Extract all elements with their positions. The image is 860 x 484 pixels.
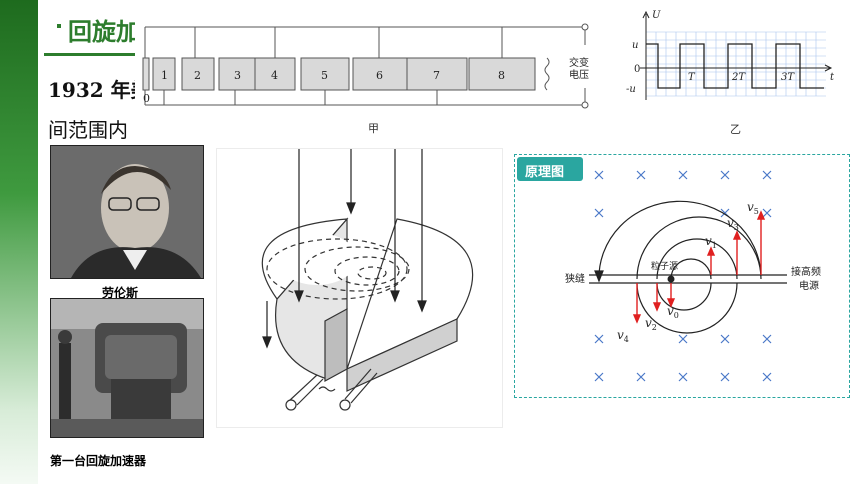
- first-cyclotron-caption: 第一台回旋加速器: [50, 454, 147, 468]
- source-label: 粒子源: [651, 260, 678, 272]
- source-label-1: 交变: [569, 56, 589, 69]
- schematic-drawing: 狭缝 粒子源 接高频 电源 v0 v1 v2 v3 v4 v5: [565, 170, 821, 382]
- tube-label-5: 5: [321, 69, 328, 82]
- tube-label-6: 6: [376, 69, 383, 82]
- dee-3d-drawing: [261, 149, 474, 411]
- schematic-panel: 原理图: [514, 154, 850, 398]
- intro-line-2: 间范围内: [48, 118, 128, 142]
- y-label-negative: -u: [626, 84, 636, 95]
- zero-label: 0: [143, 92, 150, 105]
- y-label-zero: 0: [634, 64, 640, 75]
- field-marks: [594, 170, 772, 382]
- voltage-square-wave: U t u 0 -u T 2T 3T: [626, 10, 835, 100]
- dee-3d-panel: [216, 148, 503, 428]
- schematic-title: 原理图: [525, 165, 565, 180]
- schematic-title-badge: [517, 157, 583, 181]
- tube-label-8: 8: [498, 69, 505, 82]
- tube-label-3: 3: [234, 69, 241, 82]
- velocity-v1: v1: [705, 234, 717, 250]
- tube-label-7: 7: [433, 69, 440, 82]
- page-title: 回旋加速器: [68, 18, 146, 46]
- tick-label-3T: 3T: [781, 72, 795, 83]
- drift-tube-4: [254, 57, 296, 91]
- title-box: [38, 0, 148, 54]
- drift-tube-5: [300, 57, 350, 91]
- velocity-v5: v5: [747, 200, 759, 216]
- linear-accelerator-diagram: 0 1 2 3 4 5 6 7 8 交变 电压: [142, 23, 589, 109]
- velocity-v0: v0: [667, 304, 679, 320]
- source-label-2: 电压: [569, 68, 589, 81]
- axis-label-t: t: [830, 72, 835, 83]
- y-label-positive: u: [632, 40, 638, 51]
- tube-label-2: 2: [194, 69, 201, 82]
- tick-label-T: T: [688, 72, 696, 83]
- lawrence-caption: 劳伦斯: [102, 286, 139, 300]
- tick-label-2T: 2T: [731, 72, 746, 83]
- diagram-a-label: 甲: [368, 122, 379, 135]
- title-underline: [44, 53, 149, 56]
- first-cyclotron-photo: [50, 298, 204, 438]
- axis-label-u: U: [652, 10, 661, 21]
- intro-line-1: 1932 年美: [48, 78, 143, 102]
- diagram-b-label: 乙: [730, 123, 741, 136]
- velocity-v4: v4: [617, 328, 629, 344]
- power-label-2: 电源: [799, 279, 819, 292]
- power-label-1: 接高频: [791, 265, 821, 278]
- tube-label-4: 4: [271, 69, 278, 82]
- title-bullet: [57, 24, 61, 28]
- left-accent-bar: [0, 0, 38, 484]
- tube-label-1: 1: [161, 69, 168, 82]
- voltage-graph-panel: U t u 0 -u T 2T 3T: [620, 4, 840, 122]
- drift-tube-2: [181, 57, 215, 91]
- velocity-v3: v3: [727, 216, 739, 232]
- linear-accelerator-panel: 0 1 2 3 4 5 6 7 8 交变 电压: [135, 0, 600, 138]
- velocity-v2: v2: [645, 316, 657, 332]
- drift-tube-6: [352, 57, 408, 91]
- lawrence-photo: [50, 145, 204, 279]
- gap-label: 狭缝: [565, 272, 585, 285]
